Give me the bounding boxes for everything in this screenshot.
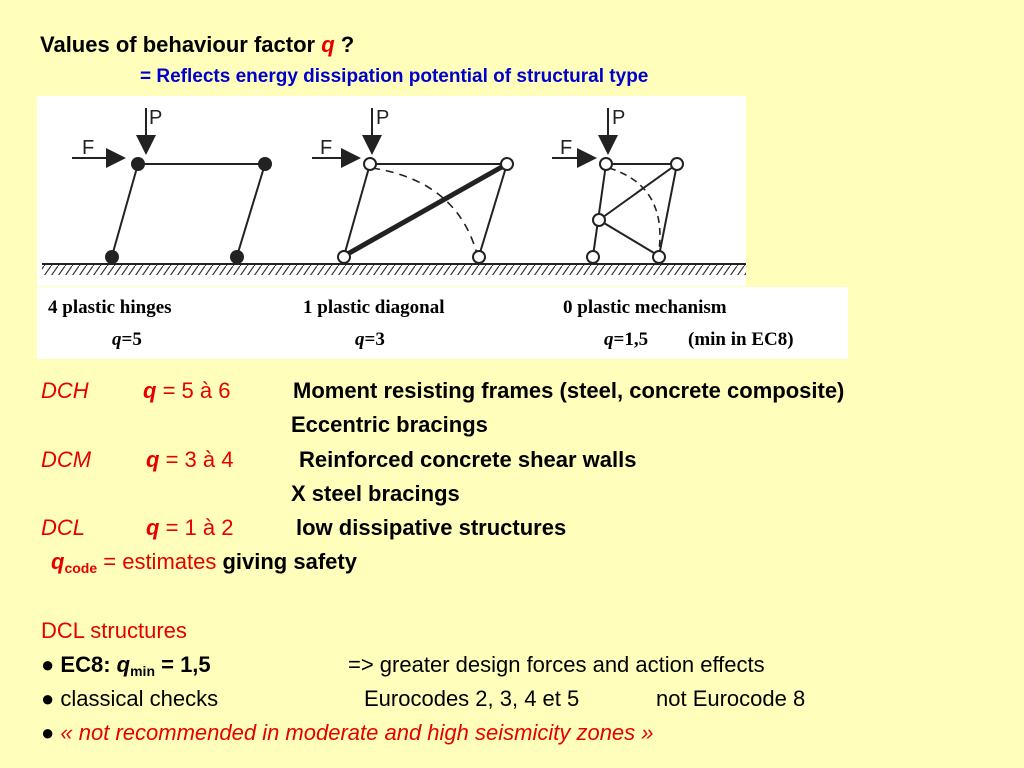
frame-diagrams-svg: P F P F bbox=[42, 107, 746, 275]
frame-2-load-f: F bbox=[320, 137, 332, 159]
dch-structure-2: Eccentric bracings bbox=[291, 412, 488, 437]
bullet-ec8-qmin: ● EC8: qmin = 1,5 bbox=[41, 652, 211, 679]
title-q-symbol: q bbox=[321, 32, 335, 57]
frame-3-load-f: F bbox=[560, 137, 572, 159]
frame-1-load-p: P bbox=[149, 107, 162, 129]
ec8-min-note: (min in EC8) bbox=[688, 329, 794, 350]
dcl-section-heading: DCL structures bbox=[41, 618, 187, 643]
page-subtitle: = Reflects energy dissipation potential … bbox=[140, 66, 649, 87]
q-range-dcm: q = 3 à 4 bbox=[146, 447, 234, 472]
dch-structure-1: Moment resisting frames (steel, concrete… bbox=[293, 378, 845, 403]
q-value-frame-1: q=5 bbox=[112, 329, 142, 350]
q-value-frame-3: q=1,5 bbox=[604, 329, 649, 350]
class-code-dch: DCH bbox=[41, 378, 89, 403]
dcl-structure-1: low dissipative structures bbox=[296, 515, 567, 540]
frame-3-k-braced-frame bbox=[552, 108, 678, 257]
class-code-dcm: DCM bbox=[41, 447, 92, 472]
frame-1-plastic-hinges bbox=[105, 157, 272, 264]
frame-3-pinned-joints bbox=[586, 157, 684, 264]
frame-2-pinned-joints bbox=[337, 157, 514, 264]
q-range-dcl: q = 1 à 2 bbox=[146, 515, 234, 540]
caption-frame-3: 0 plastic mechanism bbox=[563, 297, 727, 318]
frame-captions: 4 plastic hinges q=5 1 plastic diagonal … bbox=[37, 287, 848, 359]
ground-hatch bbox=[42, 263, 746, 275]
frame-1-moment-frame bbox=[72, 108, 266, 257]
q-range-dch: q = 5 à 6 bbox=[143, 378, 231, 403]
dcm-structure-2: X steel bracings bbox=[291, 481, 460, 506]
eurocodes-list: Eurocodes 2, 3, 4 et 5 bbox=[364, 686, 580, 711]
bullet-not-recommended: ● « not recommended in moderate and high… bbox=[41, 720, 654, 745]
page-title: Values of behaviour factor q ? bbox=[40, 32, 355, 57]
ec8-qmin-note: => greater design forces and action effe… bbox=[348, 652, 765, 677]
caption-frame-2: 1 plastic diagonal bbox=[303, 297, 445, 318]
frame-diagrams: P F P F bbox=[37, 96, 746, 286]
frame-2-load-p: P bbox=[376, 107, 389, 129]
caption-frame-1: 4 plastic hinges bbox=[48, 297, 172, 318]
frame-2-braced-frame bbox=[312, 108, 509, 259]
q-value-frame-2: q=3 bbox=[355, 329, 385, 350]
bullet-classical-checks: ● classical checks bbox=[41, 686, 219, 711]
dcm-structure-1: Reinforced concrete shear walls bbox=[299, 447, 637, 472]
not-eurocode-8: not Eurocode 8 bbox=[656, 686, 806, 711]
frame-3-load-p: P bbox=[612, 107, 625, 129]
class-code-dcl: DCL bbox=[41, 515, 86, 540]
frame-1-load-f: F bbox=[82, 137, 94, 159]
qcode-line: qcode = estimates giving safety bbox=[51, 549, 357, 576]
